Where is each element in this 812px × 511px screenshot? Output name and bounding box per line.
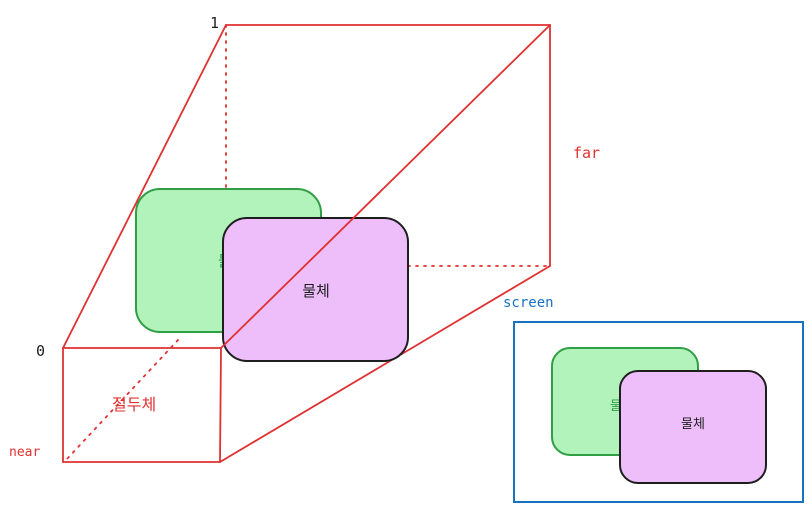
frustum-lines bbox=[62, 24, 551, 463]
label-one: 1 bbox=[210, 14, 219, 32]
object-front-label: 물체 bbox=[302, 282, 330, 300]
screen-object-front-purple bbox=[619, 370, 767, 484]
object-front-purple bbox=[222, 217, 409, 362]
frustum-bottom-slant bbox=[219, 265, 551, 463]
label-zero: 0 bbox=[36, 342, 45, 360]
frustum-hidden-near-diagonal bbox=[65, 339, 179, 461]
frustum-near-right-edge bbox=[219, 347, 222, 463]
label-far: far bbox=[573, 144, 600, 162]
label-near: near bbox=[9, 445, 40, 460]
frustum-diagonal bbox=[220, 24, 551, 349]
screen-panel bbox=[513, 321, 804, 503]
label-screen: screen bbox=[503, 295, 554, 311]
frustum-top-left-slant bbox=[62, 24, 227, 349]
screen-object-front-label: 물체 bbox=[681, 417, 705, 432]
label-frustum: 절두체 bbox=[112, 395, 156, 414]
frustum-hidden-lines bbox=[65, 24, 551, 461]
